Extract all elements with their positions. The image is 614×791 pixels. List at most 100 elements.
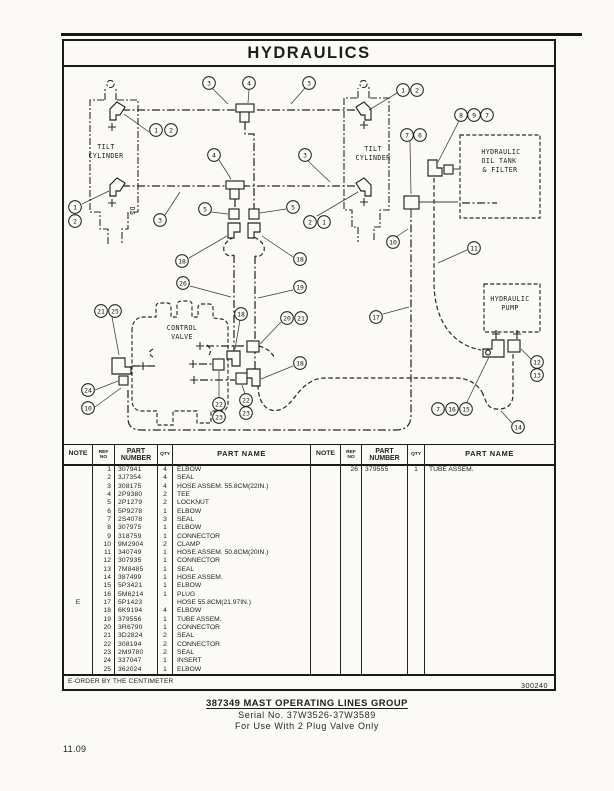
table-cell-qty bbox=[408, 657, 424, 665]
svg-text:5: 5 bbox=[203, 205, 207, 213]
table-cell-part bbox=[362, 483, 407, 491]
table-cell-qty bbox=[408, 591, 424, 599]
diagram-label: D5 bbox=[128, 207, 136, 216]
table-cell-qty: 2 bbox=[163, 640, 167, 648]
table-cell-name: CONNECTOR bbox=[177, 532, 220, 540]
svg-text:3: 3 bbox=[207, 79, 211, 87]
table-cell-ref: 21 bbox=[103, 632, 111, 640]
table-cell-ref: 2 bbox=[107, 474, 111, 482]
tube-lines bbox=[122, 109, 518, 431]
table-cell-ref: 6 bbox=[107, 507, 111, 515]
callout-9: 9 bbox=[467, 108, 481, 122]
table-cell-name: HOSE ASSEM. 50.8CM(20IN.) bbox=[177, 549, 269, 557]
callout-17: 17 bbox=[369, 310, 383, 324]
table-cell-part: 7M8485 bbox=[118, 565, 144, 573]
svg-text:18: 18 bbox=[237, 310, 245, 318]
table-cell-qty: 4 bbox=[163, 474, 167, 482]
table-cell-note bbox=[64, 666, 92, 674]
oil-tank-box bbox=[459, 134, 541, 219]
svg-text:23: 23 bbox=[215, 413, 223, 421]
callout-2: 2 bbox=[68, 214, 82, 228]
svg-text:3: 3 bbox=[307, 79, 311, 87]
table-cell-ref bbox=[341, 607, 361, 615]
table-cell-part bbox=[362, 574, 407, 582]
svg-text:2: 2 bbox=[73, 217, 77, 225]
table-cell-qty bbox=[408, 632, 424, 640]
table-cell-qty bbox=[408, 549, 424, 557]
table-cell-qty bbox=[408, 582, 424, 590]
table-cell-name bbox=[425, 574, 554, 582]
table-cell-name bbox=[425, 657, 554, 665]
table-cell-part: 6K9194 bbox=[118, 607, 143, 615]
table-cell-ref: 9 bbox=[107, 532, 111, 540]
table-cell-ref bbox=[341, 566, 361, 574]
callout-15: 15 bbox=[459, 402, 473, 416]
table-cell-part: 3D2824 bbox=[118, 632, 143, 640]
table-cell-ref: 16 bbox=[103, 590, 111, 598]
svg-text:4: 4 bbox=[247, 79, 251, 87]
callout-12: 12 bbox=[530, 355, 544, 369]
table-cell-qty: 2 bbox=[163, 499, 167, 507]
table-cell-note bbox=[64, 516, 92, 524]
table-cell-part bbox=[362, 508, 407, 516]
column-header-note: NOTE bbox=[311, 445, 340, 466]
table-cell-ref bbox=[341, 599, 361, 607]
table-cell-name: SEAL bbox=[177, 565, 195, 573]
table-cell-note bbox=[64, 641, 92, 649]
table-cell-ref bbox=[341, 549, 361, 557]
svg-text:7: 7 bbox=[405, 131, 409, 139]
table-cell-name bbox=[425, 566, 554, 574]
table-cell-ref: 26 bbox=[350, 466, 358, 473]
table-cell-name: SEAL bbox=[177, 648, 195, 656]
table-cell-name: TUBE ASSEM. bbox=[429, 466, 474, 473]
table-cell-name: TEE bbox=[177, 490, 191, 498]
table-cell-note bbox=[64, 499, 92, 507]
svg-text:6: 6 bbox=[418, 131, 422, 139]
fittings bbox=[109, 101, 521, 387]
table-cell-ref bbox=[341, 483, 361, 491]
table-cell-qty: 1 bbox=[163, 507, 167, 515]
callout-22: 22 bbox=[212, 397, 226, 411]
table-cell-qty: 1 bbox=[163, 565, 167, 573]
callout-7: 7 bbox=[400, 128, 414, 142]
table-cell-ref: 23 bbox=[103, 648, 111, 656]
table-cell-note bbox=[311, 666, 340, 674]
diagram-label: OIL TANK bbox=[482, 157, 517, 165]
svg-text:7: 7 bbox=[485, 111, 489, 119]
callout-10: 10 bbox=[386, 235, 400, 249]
table-cell-ref bbox=[341, 524, 361, 532]
pump-box bbox=[483, 283, 541, 333]
table-cell-qty bbox=[408, 649, 424, 657]
table-cell-qty bbox=[158, 599, 172, 607]
table-cell-part: 362024 bbox=[118, 665, 142, 673]
port-marks bbox=[108, 121, 521, 384]
table-cell-qty bbox=[408, 641, 424, 649]
table-cell-name bbox=[425, 607, 554, 615]
page-number: 11.09 bbox=[63, 744, 87, 754]
table-cell-ref bbox=[341, 557, 361, 565]
table-cell-ref: 25 bbox=[103, 665, 111, 673]
table-cell-name bbox=[425, 491, 554, 499]
table-cell-note bbox=[64, 616, 92, 624]
table-cell-note bbox=[64, 566, 92, 574]
table-cell-part: 3R6790 bbox=[118, 623, 143, 631]
table-cell-note bbox=[311, 483, 340, 491]
table-cell-name: INSERT bbox=[177, 657, 202, 665]
table-cell-qty bbox=[408, 474, 424, 482]
table-cell-name bbox=[425, 516, 554, 524]
table-cell-part bbox=[362, 566, 407, 574]
callout-3: 3 bbox=[153, 213, 167, 227]
table-cell-note bbox=[311, 591, 340, 599]
callout-2: 2 bbox=[410, 83, 424, 97]
diagram-label: & FILTER bbox=[483, 166, 518, 174]
table-cell-part bbox=[362, 549, 407, 557]
table-cell-name: HOSE 55.8CM(21.97IN.) bbox=[177, 599, 251, 606]
table-cell-note bbox=[64, 591, 92, 599]
table-cell-note bbox=[311, 491, 340, 499]
table-cell-part: 340749 bbox=[118, 549, 142, 557]
table-cell-ref bbox=[341, 616, 361, 624]
parts-column-note: NOTE bbox=[311, 445, 341, 674]
table-cell-note bbox=[64, 466, 92, 474]
